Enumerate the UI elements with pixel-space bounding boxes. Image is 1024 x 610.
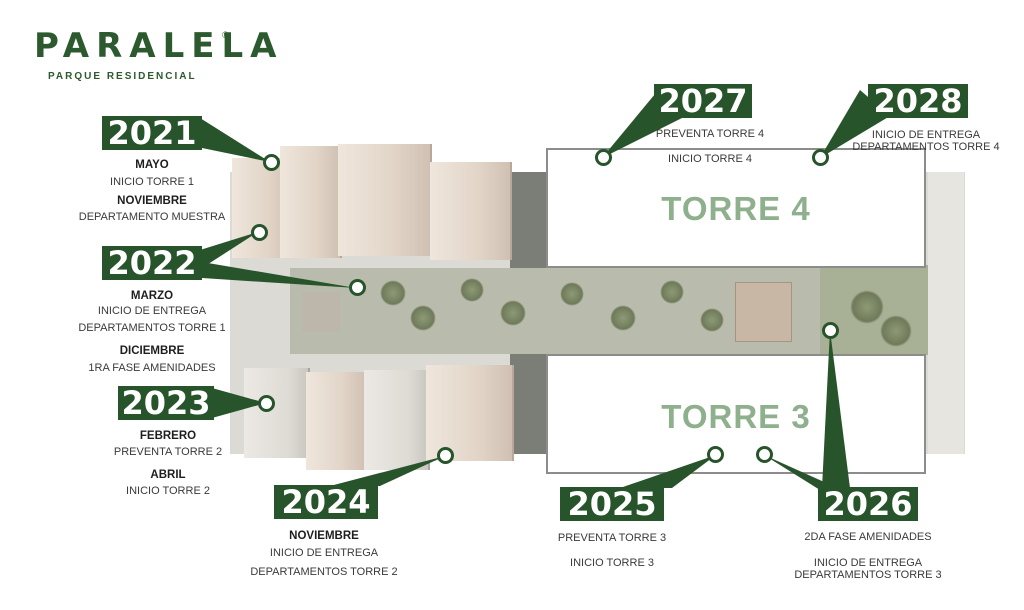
marker-dot — [812, 149, 829, 166]
marker-dot — [756, 446, 773, 463]
torre-4-plot: TORRE 4 — [546, 148, 926, 268]
year-2024-badge: 2024 — [274, 485, 378, 519]
tree — [660, 280, 684, 304]
marker-dot — [263, 154, 280, 171]
tree — [460, 278, 484, 302]
milestone-2024-month-1: NOVIEMBRE — [289, 530, 359, 542]
torre-4-label: TORRE 4 — [661, 190, 811, 227]
pointer-2021 — [200, 118, 270, 162]
milestone-2026-event-2b: DEPARTAMENTOS TORRE 3 — [794, 569, 942, 581]
pointer-2024 — [330, 456, 445, 486]
tree — [700, 308, 724, 332]
year-2026-badge: 2026 — [818, 487, 918, 521]
building-torre-2-c — [364, 370, 430, 470]
milestone-2024-event-1b: DEPARTAMENTOS TORRE 2 — [250, 566, 398, 578]
year-2023-badge: 2023 — [118, 386, 214, 420]
year-2028-badge: 2028 — [868, 84, 968, 118]
marker-dot — [822, 322, 839, 339]
milestone-2023-event-2: INICIO TORRE 2 — [126, 485, 210, 497]
milestone-2021-month-2: NOVIEMBRE — [117, 195, 187, 207]
brand-logo: PARALELA — [34, 26, 284, 66]
pointer-2023 — [212, 388, 266, 418]
marker-dot — [595, 149, 612, 166]
right-edge-path — [928, 172, 964, 454]
milestone-2025-event-2: INICIO TORRE 3 — [570, 557, 654, 569]
milestone-2022-event-2: 1RA FASE AMENIDADES — [88, 362, 216, 374]
pointer-2026-right — [822, 330, 850, 488]
milestone-2021-event-2: DEPARTAMENTO MUESTRA — [78, 211, 226, 223]
marker-dot — [258, 395, 275, 412]
milestone-2026-event-2a: INICIO DE ENTREGA — [813, 557, 923, 569]
milestone-2028-event-1b: DEPARTAMENTOS TORRE 4 — [852, 141, 1000, 153]
building-torre-1-d — [430, 162, 512, 260]
courtyard-terrace — [302, 292, 340, 332]
milestone-2022-event-1a: INICIO DE ENTREGA — [97, 305, 207, 317]
pointer-2025 — [620, 455, 716, 488]
year-2025-badge: 2025 — [560, 487, 664, 521]
tree — [850, 290, 884, 324]
building-torre-2-d — [426, 365, 514, 461]
road-strip-2 — [510, 354, 546, 454]
milestone-2022-month-2: DICIEMBRE — [119, 345, 185, 357]
marker-dot — [437, 447, 454, 464]
milestone-2023-event-1: PREVENTA TORRE 2 — [113, 446, 223, 458]
milestone-2027-event-1: PREVENTA TORRE 4 — [655, 128, 765, 140]
building-torre-2-b — [306, 372, 368, 470]
milestone-2028-event-1a: INICIO DE ENTREGA — [871, 129, 981, 141]
tree — [880, 315, 912, 347]
brand-tagline: PARQUE RESIDENCIAL — [48, 71, 197, 82]
registered-mark: ® — [222, 30, 229, 40]
tree — [380, 280, 406, 306]
courtyard-pavilion — [735, 282, 792, 342]
marker-dot — [707, 446, 724, 463]
year-2022-badge: 2022 — [102, 246, 202, 280]
year-2027-badge: 2027 — [654, 84, 752, 118]
pointer-2022-lower — [202, 262, 356, 288]
tree — [610, 305, 636, 331]
road-strip — [510, 172, 546, 268]
pointer-2022-upper — [200, 232, 258, 268]
tree — [410, 305, 436, 331]
milestone-2026-event-1: 2DA FASE AMENIDADES — [804, 531, 932, 543]
milestone-2027-event-2: INICIO TORRE 4 — [668, 153, 752, 165]
torre-3-label: TORRE 3 — [661, 398, 811, 435]
milestone-2021-month-1: MAYO — [135, 159, 169, 171]
building-torre-2-a — [244, 368, 310, 458]
milestone-2024-event-1a: INICIO DE ENTREGA — [269, 547, 379, 559]
milestone-2022-event-1b: DEPARTAMENTOS TORRE 1 — [78, 322, 226, 334]
tree — [500, 300, 526, 326]
marker-dot — [251, 224, 268, 241]
milestone-2023-month-1: FEBRERO — [139, 430, 197, 442]
tree — [560, 282, 584, 306]
milestone-2023-month-2: ABRIL — [150, 469, 186, 481]
milestone-2022-month-1: MARZO — [130, 290, 174, 302]
milestone-2021-event-1: INICIO TORRE 1 — [110, 176, 194, 188]
torre-3-plot: TORRE 3 — [546, 354, 926, 474]
year-2021-badge: 2021 — [102, 116, 202, 150]
milestone-2025-event-1: PREVENTA TORRE 3 — [557, 532, 667, 544]
marker-dot — [349, 279, 366, 296]
